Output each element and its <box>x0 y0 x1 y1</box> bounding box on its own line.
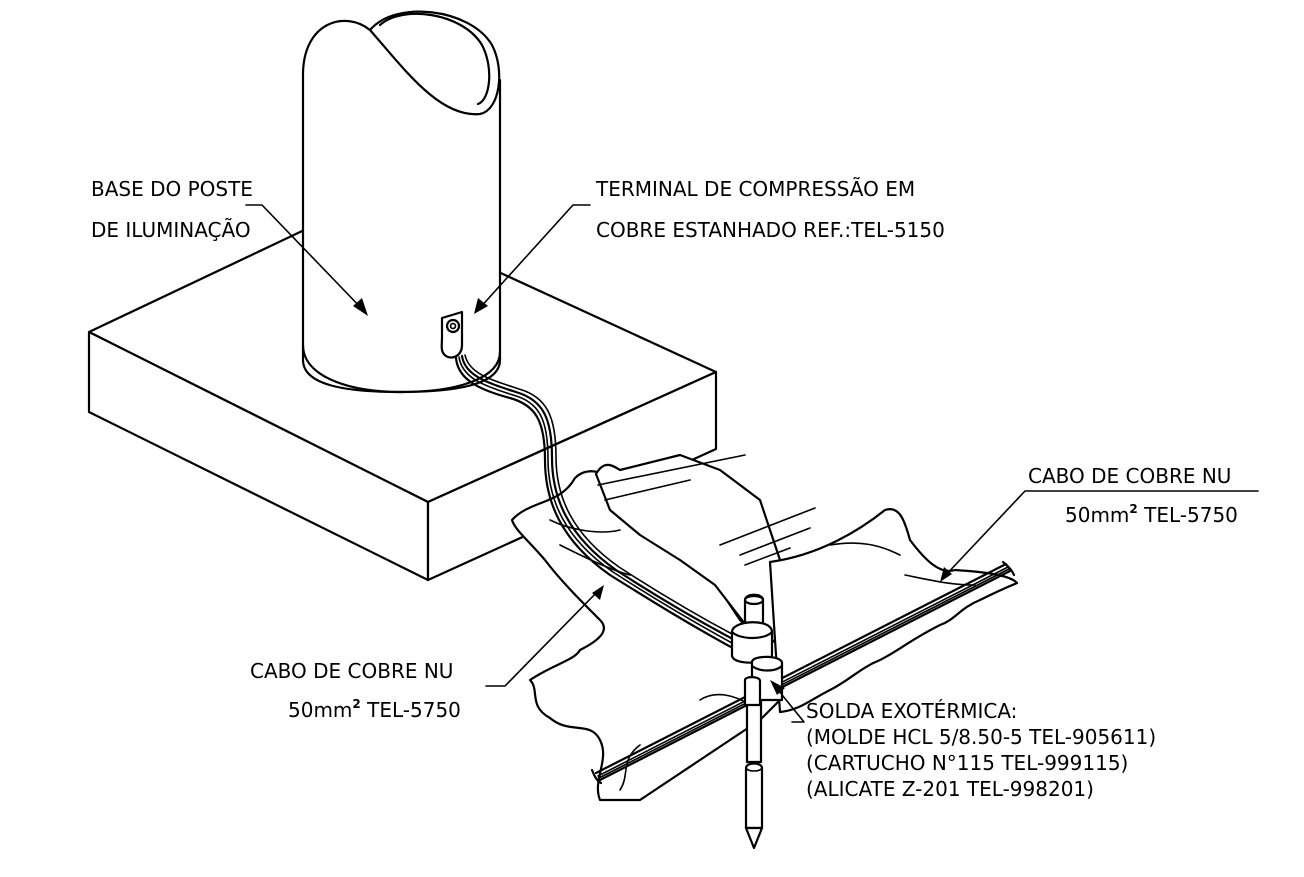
weld-label-line1: SOLDA EXOTÉRMICA: <box>806 699 1017 723</box>
grounding-cable-main <box>590 560 1016 785</box>
weld-label-line2: (MOLDE HCL 5/8.50-5 TEL-905611) <box>806 725 1156 749</box>
pole-base-label-line1: BASE DO POSTE <box>91 177 253 201</box>
cable-left-label-line2: 50mm2 TEL-5750 <box>288 697 461 722</box>
compression-terminal <box>440 310 464 359</box>
cable-to-rod <box>454 354 750 654</box>
cable-left-label-line1: CABO DE COBRE NU <box>250 659 453 683</box>
weld-label-line4: (ALICATE Z-201 TEL-998201) <box>806 777 1094 801</box>
pole-base-label-line2: DE ILUMINAÇÃO <box>91 218 251 242</box>
arrowheads <box>353 298 952 695</box>
callout-labels: BASE DO POSTE DE ILUMINAÇÃO TERMINAL DE … <box>91 177 1238 801</box>
exothermic-weld-connector <box>730 621 784 707</box>
cable-right-label-line1: CABO DE COBRE NU <box>1028 464 1231 488</box>
cable-right-label-line2: 50mm2 TEL-5750 <box>1065 502 1238 527</box>
terminal-label-line1: TERMINAL DE COMPRESSÃO EM <box>595 177 915 201</box>
weld-label-line3: (CARTUCHO N°115 TEL-999115) <box>806 751 1128 775</box>
leader-lines <box>245 204 1259 723</box>
terminal-label-line2: COBRE ESTANHADO REF.:TEL-5150 <box>596 218 945 242</box>
lighting-pole <box>301 10 502 394</box>
